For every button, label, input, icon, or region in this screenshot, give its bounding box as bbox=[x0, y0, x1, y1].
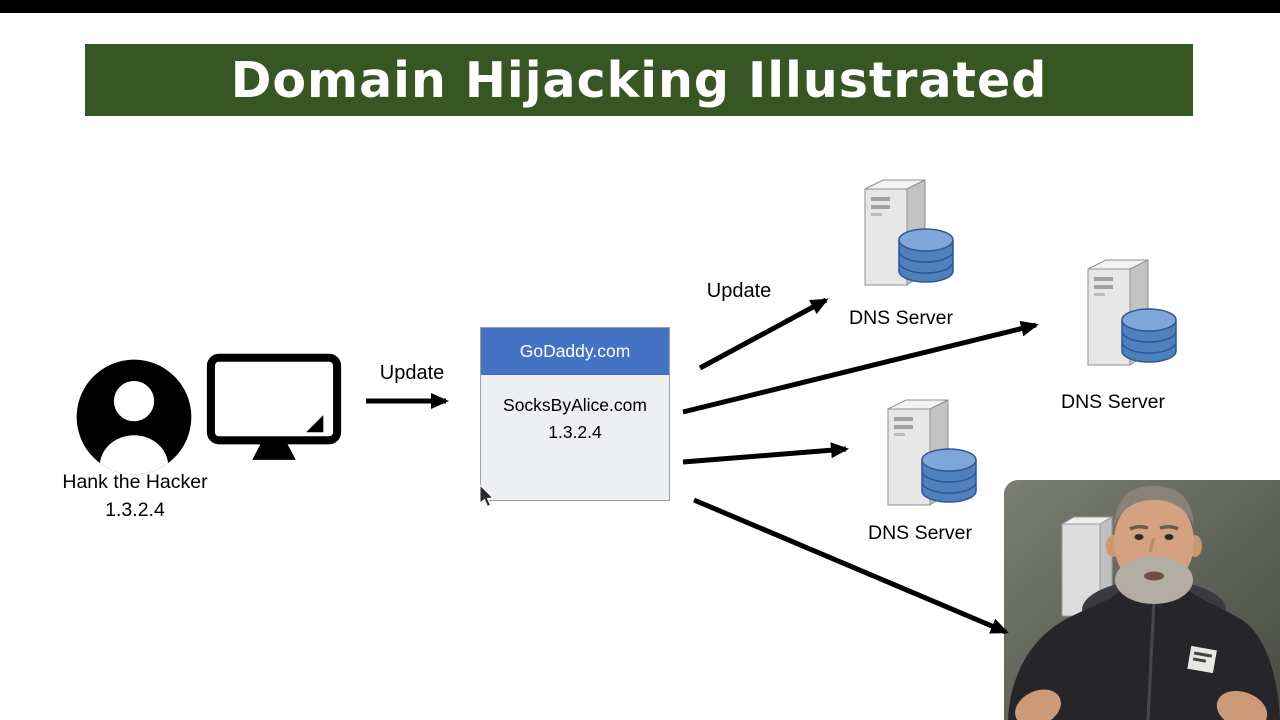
monitor-icon bbox=[206, 353, 342, 460]
page-title: Domain Hijacking Illustrated bbox=[230, 51, 1048, 109]
hacker-ip-label: 1.3.2.4 bbox=[105, 499, 165, 521]
title-banner: Domain Hijacking Illustrated bbox=[85, 44, 1193, 116]
arrow-registrar-to-dns-bottom bbox=[693, 497, 1009, 635]
presenter-video bbox=[1004, 480, 1280, 720]
arrow-registrar-to-dns-top bbox=[698, 297, 829, 371]
person-icon bbox=[76, 359, 192, 475]
arrow-registrar-to-dns-middle bbox=[682, 442, 849, 465]
registrar-header: GoDaddy.com bbox=[481, 328, 669, 375]
update-left-label: Update bbox=[379, 362, 445, 384]
hacker-name-label: Hank the Hacker bbox=[62, 471, 208, 493]
dns-server-icon bbox=[1066, 256, 1181, 378]
mouse-cursor-icon bbox=[479, 484, 495, 508]
dns-server-label: DNS Server bbox=[867, 522, 973, 544]
dns-server-icon bbox=[866, 396, 981, 518]
registrar-record: SocksByAlice.com 1.3.2.4 bbox=[481, 375, 669, 446]
update-top-label: Update bbox=[706, 280, 772, 302]
dns-server-label: DNS Server bbox=[1060, 391, 1166, 413]
registrar-card: GoDaddy.com SocksByAlice.com 1.3.2.4 bbox=[480, 327, 670, 501]
dns-server-icon bbox=[843, 176, 958, 298]
dns-server-label: DNS Server bbox=[848, 307, 954, 329]
letterbox-top bbox=[0, 0, 1280, 13]
registrar-ip: 1.3.2.4 bbox=[548, 422, 602, 442]
registrar-domain: SocksByAlice.com bbox=[503, 395, 647, 415]
webcam-overlay bbox=[1004, 480, 1280, 720]
arrow-registrar-to-dns-right bbox=[682, 320, 1039, 415]
